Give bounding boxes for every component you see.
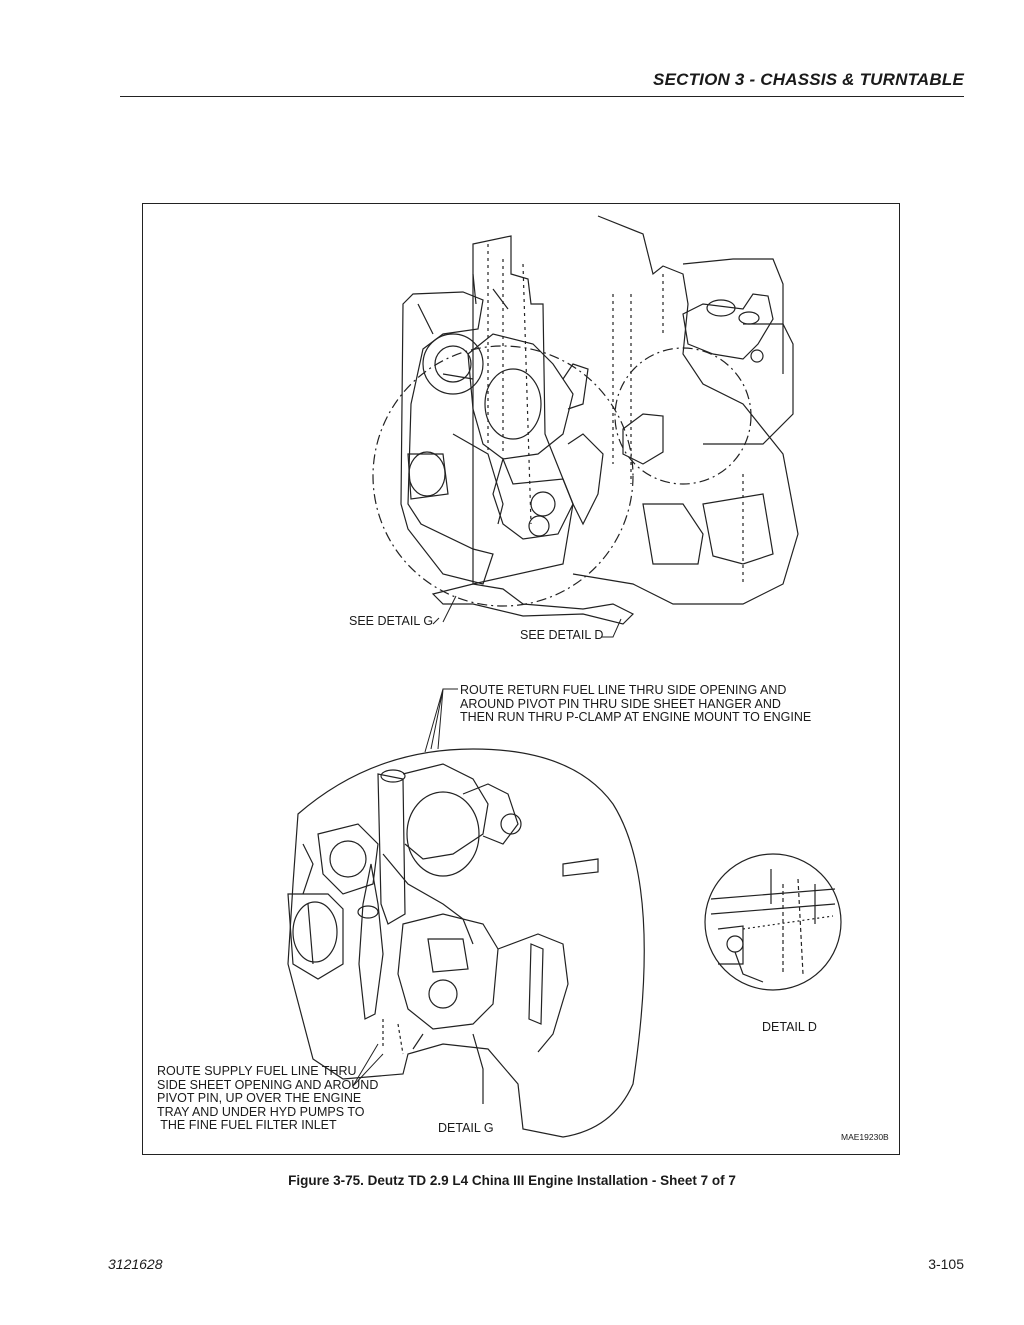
see-detail-d-callout: SEE DETAIL D xyxy=(520,628,604,642)
note-line: TRAY AND UNDER HYD PUMPS TO xyxy=(157,1104,365,1119)
supply-fuel-line-note: ROUTE SUPPLY FUEL LINE THRU SIDE SHEET O… xyxy=(157,1064,379,1133)
note-line: AROUND PIVOT PIN THRU SIDE SHEET HANGER … xyxy=(460,696,781,711)
figure-caption: Figure 3-75. Deutz TD 2.9 L4 China III E… xyxy=(288,1173,736,1188)
note-line: PIVOT PIN, UP OVER THE ENGINE xyxy=(157,1091,362,1105)
detail-d-view xyxy=(704,853,842,991)
note-line: SIDE SHEET OPENING AND AROUND xyxy=(157,1077,379,1092)
document-number: 3121628 xyxy=(108,1256,163,1272)
figure-frame: SEE DETAIL G SEE DETAIL D ROUTE RETURN F… xyxy=(142,203,900,1155)
see-detail-g-callout: SEE DETAIL G xyxy=(349,614,434,628)
header-rule xyxy=(120,96,964,97)
detail-d-label: DETAIL D xyxy=(762,1020,817,1034)
return-fuel-line-note: ROUTE RETURN FUEL LINE THRU SIDE OPENING… xyxy=(460,683,812,725)
section-title: SECTION 3 - CHASSIS & TURNTABLE xyxy=(653,70,964,89)
note-line: THEN RUN THRU P-CLAMP AT ENGINE MOUNT TO… xyxy=(460,710,812,724)
note-line: ROUTE RETURN FUEL LINE THRU SIDE OPENING… xyxy=(460,683,787,697)
upper-engine-assembly xyxy=(372,215,799,638)
note-line: ROUTE SUPPLY FUEL LINE THRU xyxy=(157,1064,357,1078)
detail-g-label: DETAIL G xyxy=(438,1121,494,1135)
note-line: THE FINE FUEL FILTER INLET xyxy=(157,1118,337,1132)
drawing-id: MAE19230B xyxy=(841,1132,889,1142)
page-number: 3-105 xyxy=(928,1256,964,1272)
detail-g-view xyxy=(287,688,645,1138)
engine-installation-drawing xyxy=(287,215,842,1138)
